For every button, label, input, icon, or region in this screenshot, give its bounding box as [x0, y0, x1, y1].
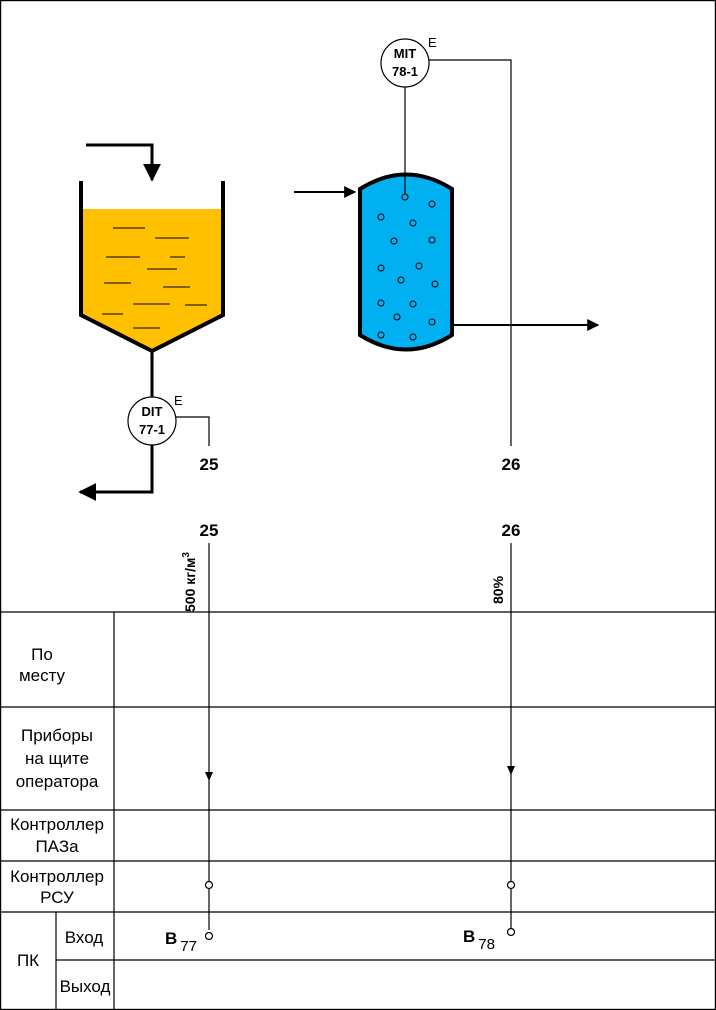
line-number-25-top: 25	[200, 455, 219, 474]
pk-node-77	[204, 931, 214, 941]
dcs-node-25	[204, 880, 214, 890]
line-number-26-top: 26	[502, 455, 521, 474]
mit-instrument: MIT 78-1 E	[380, 35, 437, 88]
liquid-surface-marks	[102, 227, 207, 329]
signal-arrow-25	[205, 772, 213, 781]
storage-tank	[79, 181, 225, 354]
dit-tag-line2: 77-1	[139, 422, 165, 437]
dit-tag-line1: DIT	[142, 404, 163, 419]
row-pk-input: Вход	[65, 928, 104, 947]
row-esd-line1: Контроллер	[10, 815, 104, 834]
dit-instrument: DIT 77-1 E	[127, 393, 183, 446]
table-row-dcs-controller: Контроллер РСУ	[10, 867, 104, 907]
row-panel-line1: Приборы	[21, 726, 93, 745]
tank-outlet-pipe	[78, 444, 154, 501]
row-pk-label: ПК	[17, 951, 39, 970]
pk-node-78	[506, 927, 516, 937]
mit-tag-line1: MIT	[394, 46, 416, 61]
row-panel-line3: оператора	[16, 772, 99, 791]
line-number-26-bottom: 26	[502, 521, 521, 540]
row-local-line1: По	[31, 645, 53, 664]
mit-signal-line	[429, 59, 512, 446]
dcs-node-26	[506, 880, 516, 890]
line-number-25-bottom: 25	[200, 521, 219, 540]
signal-arrow-26	[507, 766, 515, 775]
row-dcs-line2: РСУ	[40, 888, 74, 907]
mit-tag-line2: 78-1	[392, 64, 418, 79]
vessel	[358, 172, 454, 352]
row-local-line2: месту	[19, 666, 66, 685]
row-pk-output: Выход	[60, 977, 111, 996]
tank-liquid	[81, 209, 223, 351]
dit-signal-line	[176, 416, 210, 446]
level-value-label: 80%	[490, 575, 506, 604]
table-row-local: По месту	[19, 645, 66, 685]
dit-signal-type: E	[174, 393, 183, 408]
table-row-panel: Приборы на щите оператора	[16, 726, 99, 791]
vessel-body	[358, 172, 454, 352]
row-esd-line2: ПАЗа	[35, 837, 79, 856]
tank-inlet-pipe	[86, 143, 161, 182]
density-value-label: 500 кг/м3	[181, 552, 198, 612]
row-panel-line2: на щите	[25, 749, 89, 768]
row-dcs-line1: Контроллер	[10, 867, 104, 886]
table-row-esd-controller: Контроллер ПАЗа	[10, 815, 104, 856]
mit-signal-type: E	[428, 35, 437, 50]
vessel-bubbles	[377, 193, 439, 341]
